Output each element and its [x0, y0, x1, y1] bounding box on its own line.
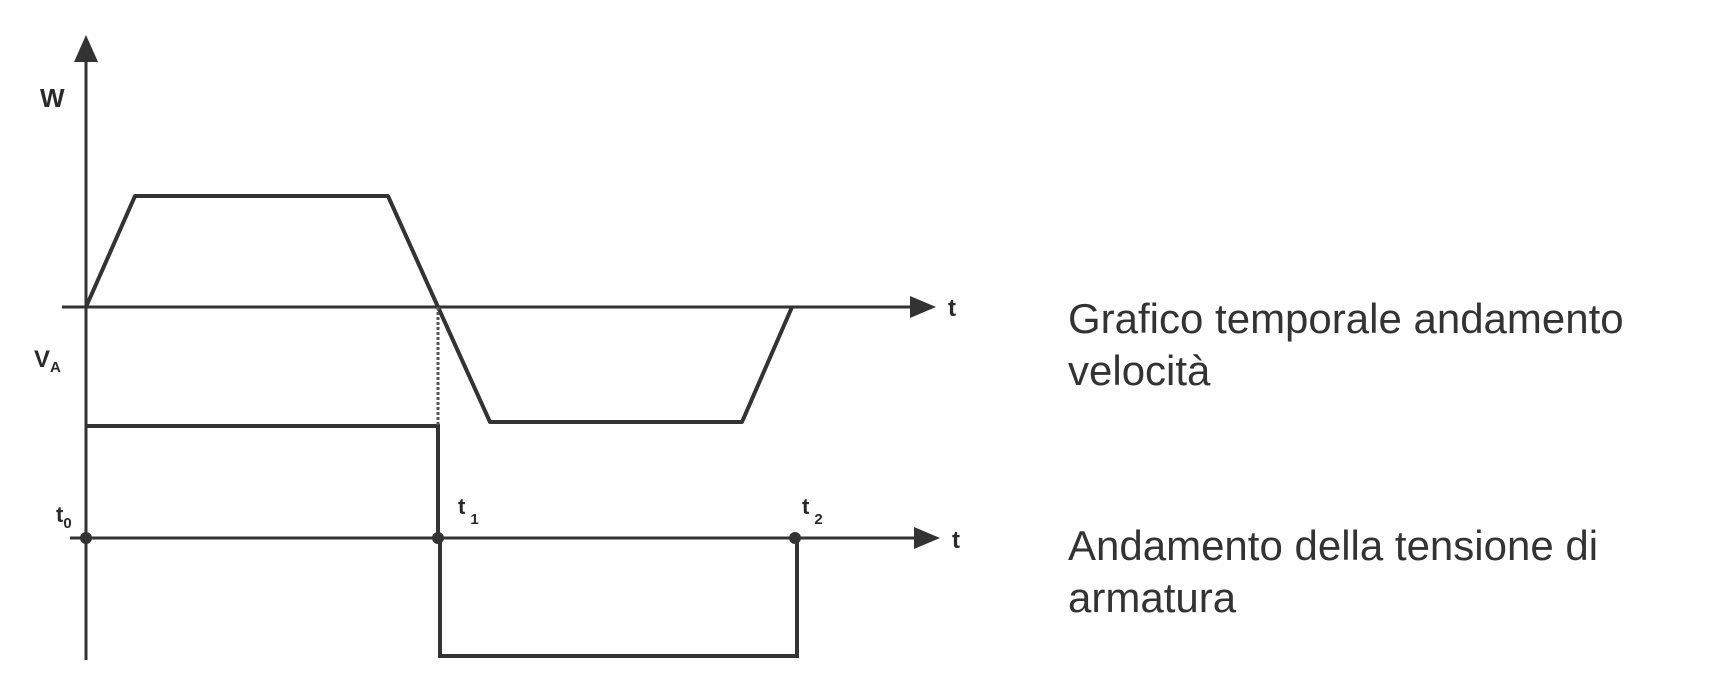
t2-label: t2: [802, 494, 823, 528]
vertical-axis-arrowhead: [74, 35, 98, 62]
t0-label: t0: [56, 502, 72, 532]
time-label-lower: t: [952, 527, 960, 554]
armature-voltage-caption: Andamento della tensione di armatura: [1068, 522, 1599, 621]
time-axis-lower-arrowhead: [914, 527, 940, 549]
t1-label: t1: [458, 494, 479, 528]
time-axis-upper-arrowhead: [910, 296, 936, 318]
t2-marker: [789, 532, 801, 544]
speed-axis-label: W: [40, 83, 65, 113]
voltage-axis-label: VA: [34, 346, 61, 376]
time-label-upper: t: [948, 295, 956, 322]
velocity-caption: Grafico temporale andamento velocità: [1068, 295, 1624, 394]
motor-timing-diagram: W VA t t t0 t1 t2: [34, 35, 960, 660]
t1-marker: [432, 532, 444, 544]
t0-marker: [80, 532, 92, 544]
